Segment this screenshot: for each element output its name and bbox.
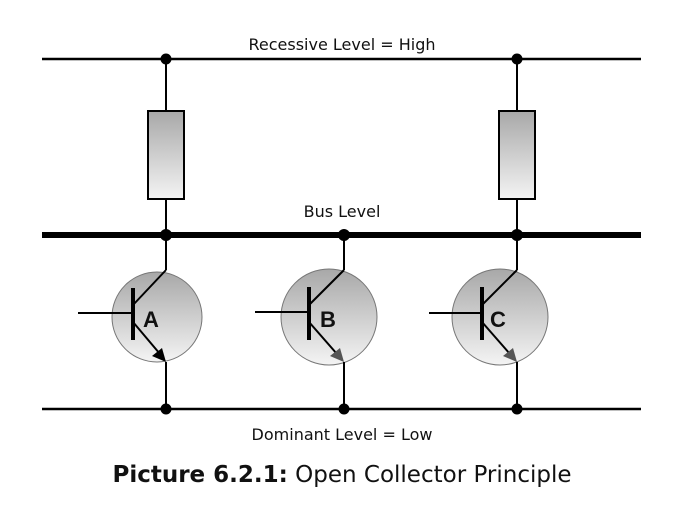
figure-caption: Picture 6.2.1: Open Collector Principle (0, 462, 684, 488)
bus-label: Bus Level (304, 202, 381, 221)
junction-dot (160, 229, 172, 241)
recessive-label: Recessive Level = High (249, 35, 436, 54)
transistor-b: B (255, 235, 378, 409)
pullup-resistor-a (147, 59, 185, 235)
caption-text: Open Collector Principle (287, 462, 572, 488)
dominant-label: Dominant Level = Low (252, 425, 433, 444)
junction-dot (338, 403, 350, 415)
junction-dot (160, 403, 172, 415)
pullup-resistor-c (498, 59, 536, 235)
caption-prefix: Picture 6.2.1: (112, 462, 288, 488)
transistor-a: A (78, 235, 203, 409)
junction-dot (160, 53, 172, 65)
junction-dot (511, 53, 523, 65)
transistor-label-a: A (143, 307, 159, 332)
junction-dot (511, 229, 523, 241)
transistor-label-c: C (490, 307, 506, 332)
transistor-c: C (429, 235, 549, 409)
junction-dot (511, 403, 523, 415)
transistor-label-b: B (320, 307, 336, 332)
junction-dot (338, 229, 350, 241)
